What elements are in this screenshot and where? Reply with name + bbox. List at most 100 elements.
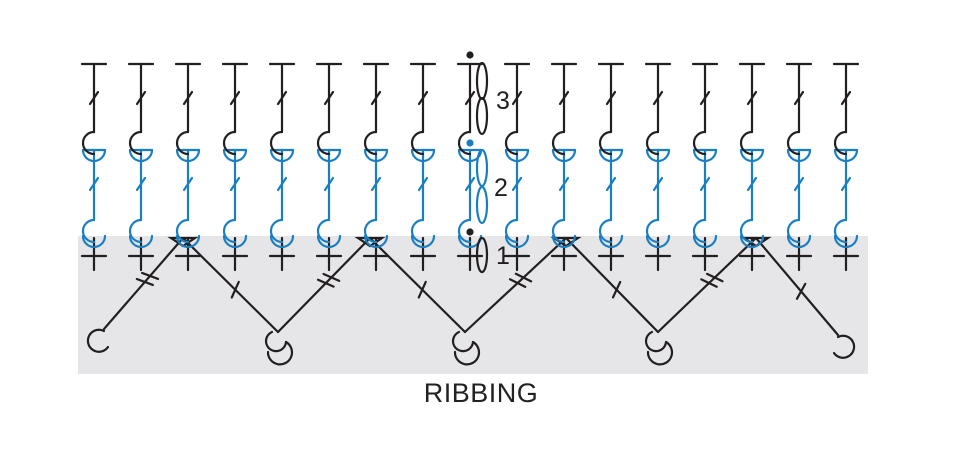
row-3-slash <box>135 90 147 106</box>
zigzag-tick <box>135 277 154 287</box>
row-3-hook <box>504 130 519 156</box>
row-3-hook <box>551 130 566 156</box>
zigzag-segment <box>276 236 372 334</box>
row-3-slash <box>558 90 570 106</box>
row-2-bottom-cup <box>692 234 718 249</box>
zigzag-tick <box>508 278 527 288</box>
row-2-bottom-cup <box>269 234 295 249</box>
row-3-slash <box>182 90 194 106</box>
row-2-slash <box>276 176 288 192</box>
zigzag-tick <box>795 282 807 300</box>
row-2-bottom-hook <box>504 218 519 244</box>
chain-loop <box>264 330 288 353</box>
chain-loop <box>453 340 481 366</box>
row-2-slash <box>229 176 241 192</box>
row-3-slash <box>793 90 805 106</box>
row-2-bottom-hook <box>269 218 284 244</box>
row-3-hook <box>645 130 660 156</box>
zigzag-tick <box>514 272 533 283</box>
zigzag-segment <box>656 236 758 334</box>
row-3-slash <box>370 90 382 106</box>
zigzag-tick <box>417 280 427 299</box>
row-2-slash <box>370 176 382 192</box>
row-number-1: 1 <box>496 242 510 270</box>
diagram-caption: RIBBING <box>423 378 539 408</box>
row-3-double-crochet <box>80 62 860 156</box>
row-3-slash <box>276 90 288 106</box>
row-2-bottom-cup <box>175 234 201 249</box>
chain-loop <box>644 330 668 353</box>
row-2-bottom-hook <box>645 218 660 244</box>
row-2-slash <box>699 176 711 192</box>
row-2-bottom-cup <box>316 234 342 249</box>
zigzag-segment <box>368 236 467 334</box>
row-2-bottom-hook <box>81 218 96 244</box>
row-2-bottom-cup <box>786 234 812 249</box>
row-3-hook <box>410 130 425 156</box>
row-2-bottom-hook <box>551 218 566 244</box>
row-3-slash <box>746 90 758 106</box>
chain-loop <box>451 330 475 353</box>
row-2-slash <box>746 176 758 192</box>
row-2-bottom-hook <box>316 218 331 244</box>
row-3-slash <box>88 90 100 106</box>
row-2-slash <box>605 176 617 192</box>
row-2-bottom-hook <box>833 218 848 244</box>
row-number-3: 3 <box>496 87 510 115</box>
row-1-start-dot <box>466 228 474 236</box>
zigzag-segment <box>181 236 280 334</box>
row-markers: 123 <box>466 51 510 274</box>
zigzag-tick <box>322 272 341 282</box>
row-2-slash <box>840 176 852 192</box>
chain-loop <box>86 328 110 353</box>
turning-chain-2 <box>475 185 489 225</box>
row-2-bottom-hook <box>598 218 613 244</box>
zigzag-segment <box>564 236 660 334</box>
row-2-slash <box>417 176 429 192</box>
row-2-bottom-cup <box>222 234 248 249</box>
row-2-start-dot <box>466 139 474 147</box>
zigzag-tick <box>316 278 335 288</box>
zigzag-segment <box>754 236 840 337</box>
row-3-slash <box>229 90 241 106</box>
row-2-slash <box>323 176 335 192</box>
row-3-slash <box>464 90 476 106</box>
row-2-slash <box>88 176 100 192</box>
row-2-bottom-cup <box>551 234 577 249</box>
row-1-single-crochet <box>80 236 860 272</box>
row-3-hook <box>175 130 190 156</box>
row-2-slash <box>511 176 523 192</box>
row-2-bottom-hook <box>410 218 425 244</box>
row-2-bottom-cup <box>645 234 671 249</box>
row-3-slash <box>417 90 429 106</box>
zigzag-tick <box>705 272 724 283</box>
row-3-slash <box>605 90 617 106</box>
row-2-slash <box>652 176 664 192</box>
row-3-hook <box>222 130 237 156</box>
row-2-bottom-cup <box>504 234 530 249</box>
foundation-shaded-band <box>78 236 868 374</box>
row-2-slash <box>182 176 194 192</box>
row-3-hook <box>81 130 96 156</box>
row-2-bottom-hook <box>222 218 237 244</box>
zigzag-segment <box>102 236 185 331</box>
zigzag-tick <box>140 271 160 281</box>
row-3-hook <box>692 130 707 156</box>
row-2-bottom-hook <box>457 218 472 244</box>
row-3-slash <box>652 90 664 106</box>
zigzag-tick <box>611 280 622 299</box>
chain-loop <box>266 340 294 366</box>
row-2-bottom-cup <box>410 234 436 249</box>
zigzag-tick <box>230 280 240 299</box>
row-2-slash <box>793 176 805 192</box>
row-2-bottom-cup <box>739 234 765 249</box>
row-2-bottom-hook <box>363 218 378 244</box>
row-2-bottom-hook <box>128 218 143 244</box>
turning-chain-3 <box>475 96 489 136</box>
row-2-bottom-cup <box>598 234 624 249</box>
row-2-slash <box>558 176 570 192</box>
row-3-hook <box>833 130 848 156</box>
row-3-slash <box>323 90 335 106</box>
row-2-bottom-cup <box>128 234 154 249</box>
